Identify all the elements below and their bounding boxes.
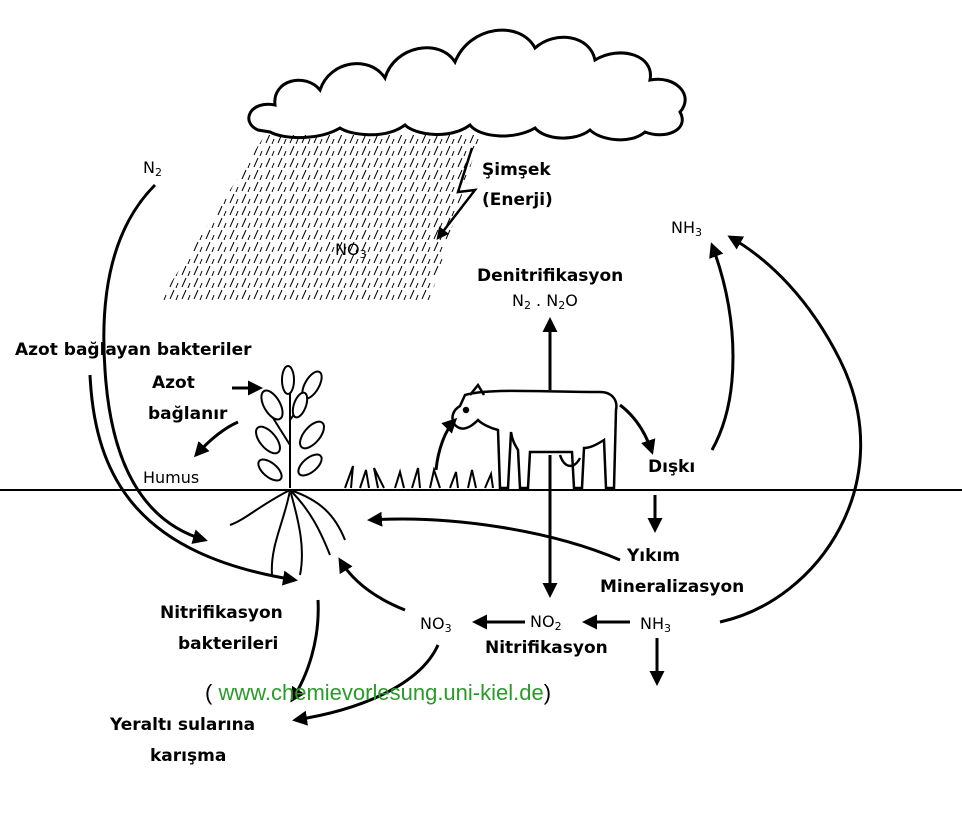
arrow-no3-to-roots — [340, 560, 405, 610]
energy-label: (Enerji) — [482, 190, 553, 210]
arrow-diski-to-nh3 — [712, 245, 733, 450]
nitrifying-bacteria-label-line2: bakterileri — [178, 634, 278, 654]
rain-nitrate-label: NO3 — [335, 240, 367, 261]
nitrogen-label: Azot — [152, 373, 195, 393]
roots-icon — [230, 490, 345, 575]
soil-nitrate-label: NO3 — [420, 614, 452, 635]
arrow-nh3-soil-to-nh3-top — [720, 237, 861, 622]
plant-icon — [252, 366, 329, 488]
arrow-plant-to-humus — [196, 422, 238, 455]
rain-shading — [160, 135, 480, 300]
groundwater-label-line1: Yeraltı sularına — [110, 715, 255, 735]
source-citation: ( www.chemievorlesung.uni-kiel.de) — [205, 680, 551, 706]
mineralization-label: Mineralizasyon — [600, 577, 744, 597]
denitrification-formula: N2 . N2O — [512, 291, 578, 312]
cloud-icon — [249, 30, 685, 140]
lightning-label: Şimşek — [482, 160, 551, 180]
arrow-grass-to-cow — [436, 420, 455, 470]
arrow-cow-to-diski — [620, 405, 652, 452]
ammonia-top-label: NH3 — [671, 218, 702, 239]
arrow-yikim-to-roots — [370, 519, 620, 560]
grass-icon — [345, 466, 493, 488]
source-close-paren: ) — [544, 680, 551, 705]
nitrifying-bacteria-label-line1: Nitrifikasyon — [160, 603, 283, 623]
fixed-label: bağlanır — [148, 404, 227, 424]
soil-nitrite-label: NO2 — [530, 612, 562, 633]
nitrification-label: Nitrifikasyon — [485, 638, 608, 658]
denitrification-label: Denitrifikasyon — [477, 266, 623, 286]
cow-icon — [453, 385, 617, 488]
decomposition-label: Yıkım — [627, 546, 680, 566]
nitrogen-fixing-bacteria-label: Azot bağlayan bakteriler — [15, 340, 252, 360]
soil-ammonia-label: NH3 — [640, 614, 671, 635]
groundwater-label-line2: karışma — [150, 746, 226, 766]
source-link[interactable]: www.chemievorlesung.uni-kiel.de — [212, 680, 543, 705]
dung-label: Dışkı — [648, 457, 695, 477]
nitrogen-gas-label: N2 — [143, 158, 162, 179]
humus-label: Humus — [143, 468, 199, 487]
